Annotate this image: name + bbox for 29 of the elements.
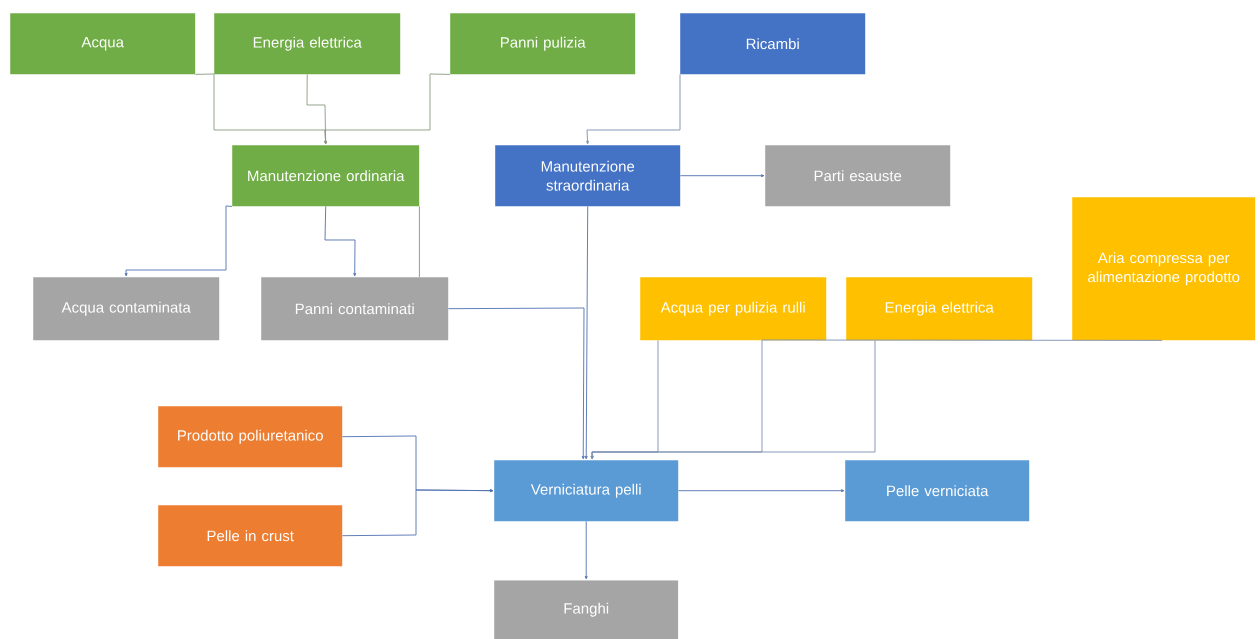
arrow bbox=[306, 73, 328, 145]
process-box: Prodotto poliuretanico bbox=[158, 406, 343, 468]
arrow bbox=[584, 205, 589, 460]
process-box: Manutenzione ordinaria bbox=[232, 145, 420, 207]
process-box: Fanghi bbox=[494, 580, 679, 639]
arrow bbox=[679, 174, 765, 178]
process-box: Aria compressa per alimentazione prodotto bbox=[1072, 197, 1256, 341]
process-box: Ricambi bbox=[680, 13, 866, 75]
process-box: Panni contaminati bbox=[261, 277, 449, 341]
arrow bbox=[324, 205, 357, 277]
process-box: Verniciatura pelli bbox=[494, 460, 679, 522]
process-box: Manutenzione straordinaria bbox=[495, 145, 681, 207]
process-box: Acqua bbox=[10, 13, 196, 75]
process-box: Energia elettrica bbox=[214, 13, 401, 75]
arrow bbox=[590, 339, 876, 460]
arrow bbox=[341, 489, 494, 537]
arrow bbox=[324, 73, 451, 145]
process-box: Panni pulizia bbox=[450, 13, 636, 75]
arrow bbox=[586, 73, 681, 145]
arrow bbox=[447, 307, 585, 460]
process-box: Parti esauste bbox=[765, 145, 951, 207]
process-box: Pelle verniciata bbox=[845, 460, 1030, 522]
process-box: Acqua contaminata bbox=[33, 277, 220, 341]
process-box: Energia elettrica bbox=[846, 277, 1033, 341]
arrow bbox=[677, 489, 845, 493]
arrow bbox=[584, 520, 588, 580]
process-box: Acqua per pulizia rulli bbox=[640, 277, 827, 341]
process-box: Pelle in crust bbox=[158, 505, 343, 567]
arrow bbox=[124, 205, 233, 277]
